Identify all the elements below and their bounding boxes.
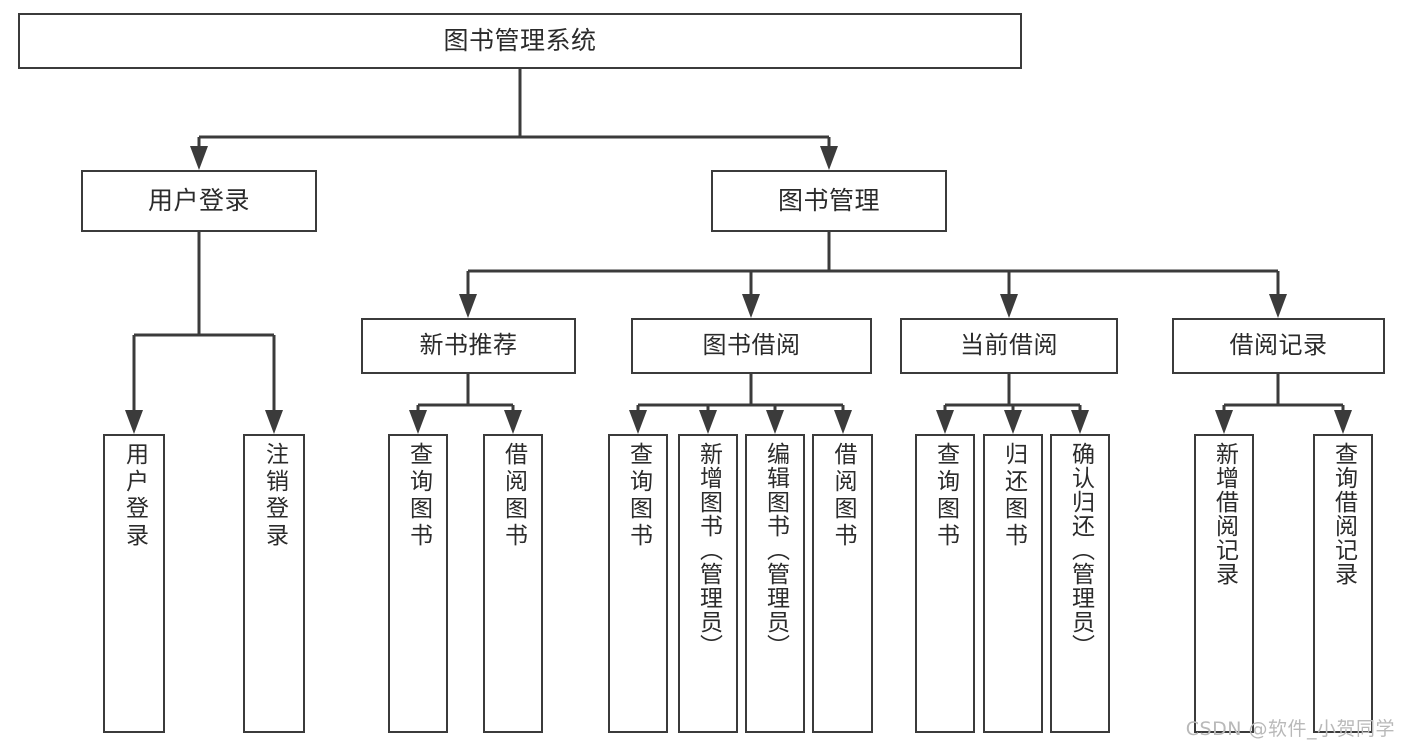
node-label: 编辑图书（管理员） (762, 442, 789, 658)
leaf-query-books-current[interactable]: 查询图书 (915, 434, 975, 733)
node-label: 图书管理 (777, 185, 880, 215)
leaf-query-books-borrowing[interactable]: 查询图书 (608, 434, 668, 733)
node-label: 新增图书（管理员） (695, 442, 722, 658)
leaf-query-books-newbook[interactable]: 查询图书 (388, 434, 448, 733)
leaf-borrow-books-borrowing[interactable]: 借阅图书 (812, 434, 873, 733)
node-label: 新增借阅记录 (1211, 442, 1238, 586)
node-label: 查询图书 (625, 442, 652, 550)
node-label: 图书借阅 (702, 331, 801, 360)
node-label: 查询图书 (405, 442, 432, 550)
arrowhead-borrow-leaf-4 (834, 410, 852, 434)
arrowhead-records (1269, 294, 1287, 318)
arrowhead-current-leaf-2 (1004, 410, 1022, 434)
leaf-user-login[interactable]: 用户登录 (103, 434, 165, 733)
arrowhead-leaf-user-login (125, 410, 143, 434)
node-label: 当前借阅 (960, 331, 1058, 360)
leaf-add-borrow-record[interactable]: 新增借阅记录 (1194, 434, 1254, 733)
node-label: 用户登录 (121, 442, 148, 550)
node-label: 新书推荐 (419, 331, 518, 360)
arrowhead-borrow-leaf-3 (766, 410, 784, 434)
arrowhead-newbook-leaf-1 (409, 410, 427, 434)
node-user-login[interactable]: 用户登录 (81, 170, 317, 232)
node-label: 图书管理系统 (443, 25, 597, 55)
leaf-logout[interactable]: 注销登录 (243, 434, 305, 733)
arrowhead-user-login (190, 146, 208, 170)
leaf-borrow-books-newbook[interactable]: 借阅图书 (483, 434, 543, 733)
leaf-return-books[interactable]: 归还图书 (983, 434, 1043, 733)
node-book-borrowing[interactable]: 图书借阅 (631, 318, 872, 374)
arrowheads (125, 146, 1352, 434)
node-label: 确认归还（管理员） (1067, 442, 1094, 658)
node-borrowing-records[interactable]: 借阅记录 (1172, 318, 1385, 374)
node-current-borrowing[interactable]: 当前借阅 (900, 318, 1118, 374)
arrowhead-records-leaf-1 (1215, 410, 1233, 434)
node-book-management[interactable]: 图书管理 (711, 170, 947, 232)
leaf-add-book-admin[interactable]: 新增图书（管理员） (678, 434, 738, 733)
arrowhead-newbook-leaf-2 (504, 410, 522, 434)
arrowhead-book-manage (820, 146, 838, 170)
node-label: 注销登录 (261, 442, 288, 550)
arrowhead-current-leaf-1 (936, 410, 954, 434)
arrowhead-borrow-leaf-2 (699, 410, 717, 434)
node-root-book-management-system[interactable]: 图书管理系统 (18, 13, 1022, 69)
node-label: 用户登录 (147, 185, 250, 215)
node-label: 借阅图书 (500, 442, 527, 550)
leaf-query-borrow-record[interactable]: 查询借阅记录 (1313, 434, 1373, 733)
arrowhead-leaf-logout (265, 410, 283, 434)
node-label: 借阅记录 (1229, 331, 1328, 360)
arrowhead-newbook (459, 294, 477, 318)
node-label: 查询借阅记录 (1330, 442, 1357, 586)
leaf-confirm-return-admin[interactable]: 确认归还（管理员） (1050, 434, 1110, 733)
arrowhead-records-leaf-2 (1334, 410, 1352, 434)
leaf-edit-book-admin[interactable]: 编辑图书（管理员） (745, 434, 805, 733)
arrowhead-current-leaf-3 (1071, 410, 1089, 434)
arrowhead-current (1000, 294, 1018, 318)
node-new-book-recommendation[interactable]: 新书推荐 (361, 318, 576, 374)
node-label: 查询图书 (932, 442, 959, 550)
arrowhead-borrow-leaf-1 (629, 410, 647, 434)
arrowhead-borrow (742, 294, 760, 318)
node-label: 借阅图书 (830, 442, 856, 550)
node-label: 归还图书 (1000, 442, 1027, 550)
